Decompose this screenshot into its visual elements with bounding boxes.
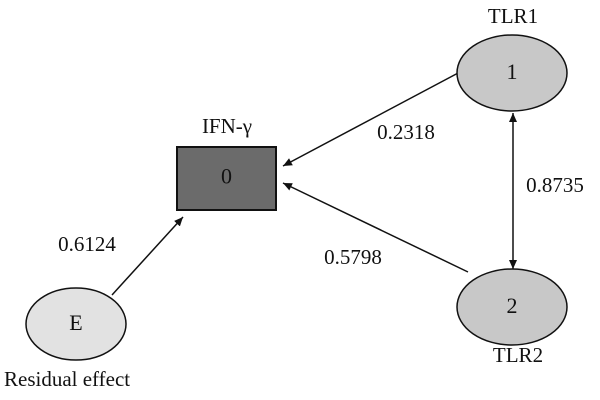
node-tlr1-id: 1: [507, 59, 518, 84]
node-ifn-id: 0: [221, 164, 232, 189]
node-residual-title: Residual effect: [4, 367, 130, 391]
edge-label-tlr1-tlr2: 0.8735: [526, 173, 584, 197]
node-tlr1: 1 TLR1: [456, 4, 568, 112]
node-tlr2: 2 TLR2: [456, 268, 568, 367]
node-ifn: 0 IFN-γ: [176, 114, 277, 211]
node-tlr1-ellipse: [456, 34, 568, 112]
node-residual: E Residual effect: [4, 287, 130, 391]
edge-e-to-ifn: [111, 216, 184, 296]
node-tlr2-id: 2: [507, 293, 518, 318]
edge-label-tlr1-to-ifn: 0.2318: [377, 120, 435, 144]
edge-tlr1-to-ifn: [282, 71, 461, 167]
node-residual-ellipse: [25, 287, 127, 361]
edge-label-tlr2-to-ifn: 0.5798: [324, 245, 382, 269]
node-tlr2-title: TLR2: [493, 343, 543, 367]
edge-label-e-to-ifn: 0.6124: [58, 232, 116, 256]
node-ifn-box: [176, 146, 277, 211]
edge-tlr2-to-ifn: [282, 182, 469, 273]
node-tlr2-ellipse: [456, 268, 568, 346]
node-tlr1-title: TLR1: [488, 4, 538, 28]
node-residual-id: E: [69, 310, 82, 335]
node-ifn-title: IFN-γ: [202, 114, 252, 138]
